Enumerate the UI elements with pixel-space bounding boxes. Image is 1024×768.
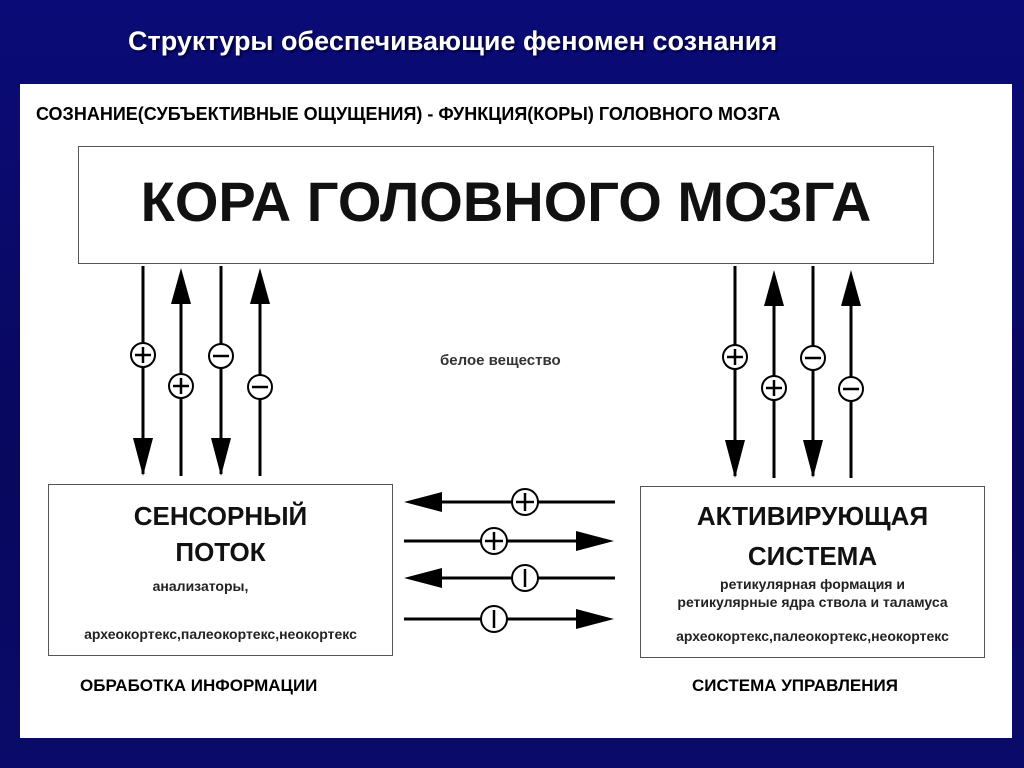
plus-icon [168, 373, 194, 399]
sensory-title-line1: СЕНСОРНЫЙ [133, 501, 308, 531]
sensory-title-line2: ПОТОК [175, 537, 266, 567]
activating-structures: археокортекс,палеокортекс,неокортекс [676, 628, 949, 644]
minus-icon [838, 376, 864, 402]
activating-sub-line2: ретикулярные ядра ствола и таламуса [677, 594, 948, 610]
sensory-structures: археокортекс,палеокортекс,неокортекс [84, 626, 357, 642]
minus-icon [208, 343, 234, 369]
diagram-subtitle: СОЗНАНИЕ(СУБЪЕКТИВНЫЕ ОЩУЩЕНИЯ) - ФУНКЦИ… [36, 104, 781, 124]
plus-icon [761, 375, 787, 401]
minus-icon [800, 345, 826, 371]
slide-title: Структуры обеспечивающие феномен сознани… [128, 26, 778, 56]
white-matter-label: белое вещество [440, 352, 561, 369]
minus-icon [247, 374, 273, 400]
connection-arrows [130, 266, 864, 633]
activating-system-box: АКТИВИРУЮЩАЯ СИСТЕМА ретикулярная формац… [640, 486, 985, 658]
plus-icon [130, 342, 156, 368]
minus-icon [480, 605, 508, 633]
sensory-analyzers: анализаторы, [152, 578, 249, 594]
diagram-panel: СОЗНАНИЕ(СУБЪЕКТИВНЫЕ ОЩУЩЕНИЯ) - ФУНКЦИ… [20, 84, 1012, 738]
plus-icon [722, 344, 748, 370]
horizontal-arrows [404, 488, 615, 633]
left-vertical-arrows [130, 266, 273, 476]
minus-icon [511, 564, 539, 592]
activating-caption: СИСТЕМА УПРАВЛЕНИЯ [692, 676, 898, 695]
plus-icon [511, 488, 539, 516]
sensory-caption: ОБРАБОТКА ИНФОРМАЦИИ [80, 676, 318, 695]
plus-icon [480, 527, 508, 555]
right-vertical-arrows [722, 266, 864, 478]
activating-sub-line1: ретикулярная формация и [720, 576, 905, 592]
cortex-box: КОРА ГОЛОВНОГО МОЗГА [78, 146, 934, 264]
activating-title-line2: СИСТЕМА [747, 541, 878, 571]
activating-title-line1: АКТИВИРУЮЩАЯ [696, 501, 929, 531]
sensory-stream-box: СЕНСОРНЫЙ ПОТОК анализаторы, археокортек… [48, 484, 393, 656]
cortex-label: КОРА ГОЛОВНОГО МОЗГА [140, 170, 872, 233]
